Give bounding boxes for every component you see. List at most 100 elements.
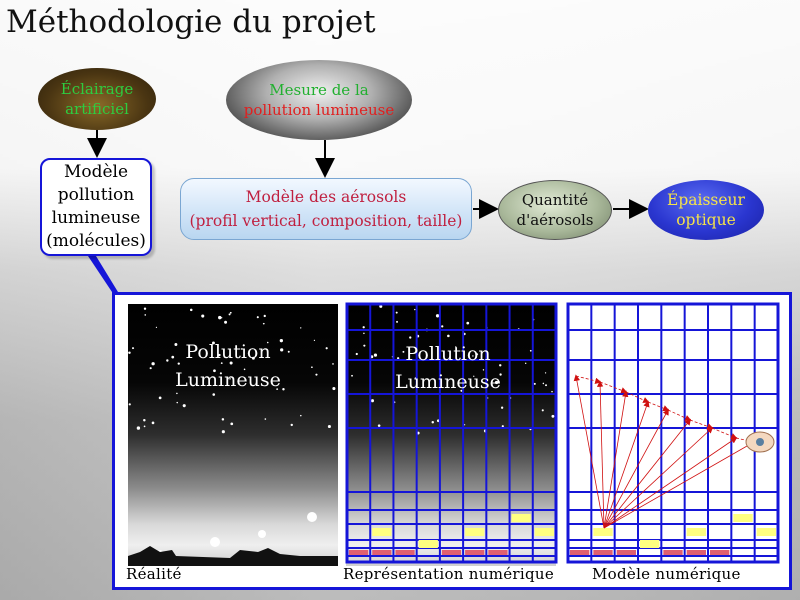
highlight-cell	[663, 550, 683, 555]
star	[315, 373, 318, 376]
star	[409, 336, 412, 339]
star	[177, 362, 180, 365]
highlight-cell	[372, 550, 392, 555]
ray-line	[603, 426, 714, 529]
node-epaisseur-line2: optique	[676, 211, 736, 229]
star	[544, 372, 547, 374]
star	[128, 351, 131, 355]
star	[414, 308, 416, 311]
star	[189, 308, 193, 312]
highlight-cell	[534, 528, 554, 536]
grid-modele	[566, 302, 780, 564]
star	[276, 388, 279, 390]
highlight-cell	[488, 550, 508, 555]
star	[533, 382, 536, 385]
ray-line	[603, 408, 669, 529]
star	[212, 393, 216, 396]
photo-label-realite: Pollution Lumineuse	[148, 338, 308, 394]
star	[455, 346, 457, 348]
star	[396, 357, 400, 360]
ray-line	[603, 441, 756, 529]
star	[325, 347, 328, 350]
star	[545, 384, 547, 387]
highlight-cell	[372, 528, 392, 536]
highlight-cell	[349, 550, 369, 555]
ray-segment	[667, 409, 692, 421]
stars-realite	[128, 307, 336, 434]
star	[155, 326, 158, 328]
star	[263, 314, 266, 318]
ray-line	[603, 390, 629, 529]
star	[213, 369, 216, 373]
star	[377, 424, 381, 427]
node-quantite: Quantité d'aérosols	[498, 180, 612, 240]
star	[251, 356, 255, 360]
star	[229, 378, 231, 380]
photo-representation	[346, 304, 556, 566]
star	[551, 414, 555, 418]
node-modele-pollution-line4: (molécules)	[46, 231, 146, 251]
cells-modele	[570, 514, 776, 555]
star	[221, 430, 225, 434]
star	[494, 380, 499, 385]
star	[280, 348, 284, 352]
caption-representation: Représentation numérique	[343, 565, 555, 583]
photo-label-realite-line1: Pollution	[185, 341, 271, 363]
node-mesure-line1: Mesure de la	[269, 81, 369, 99]
star	[431, 421, 434, 424]
star	[300, 414, 302, 417]
highlight-cell	[465, 528, 485, 536]
grid-frame	[345, 302, 558, 564]
star	[151, 362, 155, 366]
photo-label-representation: Pollution Lumineuse	[368, 340, 528, 396]
ray-segment	[647, 401, 670, 412]
highlight-cell	[710, 550, 730, 555]
eye-pupil-icon	[756, 438, 764, 446]
photo-label-realite-line2: Lumineuse	[175, 369, 281, 391]
star	[171, 355, 175, 359]
star	[166, 359, 169, 362]
node-eclairage: Éclairage artificiel	[38, 68, 156, 130]
star	[132, 347, 135, 350]
highlight-cell	[616, 550, 636, 555]
star	[542, 382, 545, 385]
star	[201, 314, 205, 318]
star	[228, 313, 231, 316]
highlight-cell	[441, 550, 462, 555]
star	[351, 374, 353, 377]
highlight-cell	[570, 550, 590, 555]
star	[541, 409, 544, 412]
photo-label-representation-line1: Pollution	[405, 343, 491, 365]
highlight-cell	[395, 550, 415, 555]
highlight-cell	[756, 528, 776, 536]
star	[379, 304, 383, 308]
ray-line	[603, 437, 738, 529]
star	[220, 362, 223, 365]
star	[230, 422, 234, 426]
star	[128, 403, 131, 406]
star	[229, 311, 232, 314]
star	[176, 392, 178, 395]
star	[224, 320, 228, 324]
star	[136, 426, 141, 430]
ray-line	[596, 380, 605, 529]
star	[363, 332, 365, 335]
node-modele-pollution-line3: lumineuse	[51, 208, 141, 228]
caption-realite: Réalité	[126, 565, 182, 583]
star	[473, 375, 475, 377]
highlight-cell	[593, 528, 613, 536]
star	[218, 315, 222, 320]
star	[551, 390, 553, 393]
node-modele-pollution-line2: pollution	[57, 185, 135, 205]
star	[501, 425, 504, 428]
star	[143, 307, 147, 310]
star	[149, 367, 152, 370]
star	[355, 352, 358, 356]
highlight-cell	[511, 514, 531, 522]
street-lamps	[128, 512, 338, 566]
star	[266, 341, 269, 344]
star	[396, 320, 398, 323]
lamp-1	[210, 537, 220, 547]
star	[144, 314, 147, 316]
star	[332, 387, 336, 391]
